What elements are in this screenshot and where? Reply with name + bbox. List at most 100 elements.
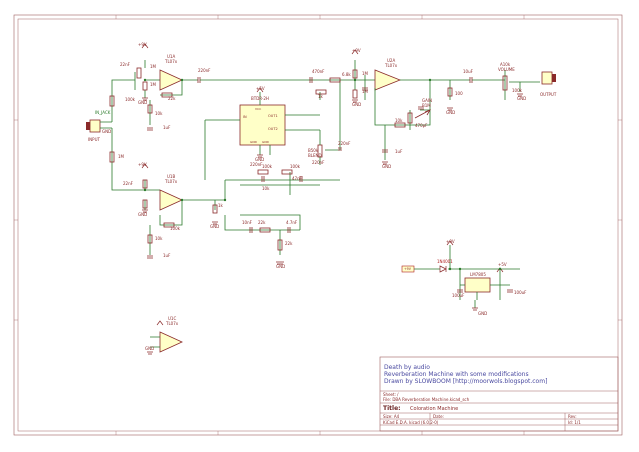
u2a-bias-top-label: 1M — [362, 71, 369, 76]
u1b-gnd-label: GND — [138, 212, 147, 217]
u1b-input-cap-label: 22nF — [123, 181, 134, 186]
u1b-ref: U1B — [167, 174, 175, 179]
output-gnd-label: GND — [446, 110, 455, 115]
lm7805-label: LM7805 — [470, 272, 486, 277]
junction-dots — [143, 78, 502, 271]
u1b-value: TL07x — [164, 179, 178, 184]
ground-symbols — [141, 43, 523, 355]
u2a-ref: U2A — [387, 58, 395, 63]
u1a-bias-bottom-label: 1M — [150, 82, 157, 87]
u1b-gain-resistor-label: 10k — [155, 236, 163, 241]
mixer-series-resistor-label: 6.8k — [342, 72, 351, 77]
u1a-output-cap-label: 220nF — [198, 68, 211, 73]
blend-pot-value: B50k — [308, 148, 319, 153]
u2a-gain-cap-label: 1uF — [395, 149, 403, 154]
btdr-out2-pin: OUT2 — [268, 127, 278, 131]
btdr-input-cap-label: 220nF — [250, 162, 263, 167]
u2a-feedback-resistor-label: 10k — [395, 118, 403, 123]
input-gnd-label: GND — [102, 129, 111, 134]
u1b-output-resistor-label: 1k — [218, 203, 224, 208]
psu-input-cap-label: 100uF — [452, 293, 465, 298]
u1c-opamp-symbol — [159, 331, 183, 353]
kicad-version: KiCad E.D.A. kicad (6.0.2-0) — [383, 420, 439, 425]
input-label: INPUT — [88, 137, 101, 142]
gain-pot-name: GAIN — [422, 98, 432, 103]
note-line-3: Drawn by SLOWBOOM [http://moorwols.blogs… — [384, 378, 547, 385]
u1b-out-gnd-label: GND — [210, 224, 219, 229]
u1c-ref: U1C — [168, 316, 176, 321]
title-label: Title: — [383, 405, 401, 412]
blend-pot-name: BLEND — [308, 153, 322, 158]
rev-label: Rev: — [568, 414, 577, 419]
date-label: Date: — [433, 414, 444, 419]
btdr-in-pin: IN — [243, 115, 247, 119]
volume-pot-symbol — [502, 75, 508, 91]
u1a-ref: U1A — [167, 54, 175, 59]
mixer-supply-label: +9V — [352, 48, 361, 53]
btdr-gnd-label: GND — [255, 157, 264, 162]
u1a-gnd-label: GND — [138, 100, 147, 105]
filter-gnd-label: GND — [276, 264, 285, 269]
filter-shunt-resistor-label: 22k — [285, 241, 293, 246]
sheet-label: Sheet: / — [383, 392, 399, 397]
u2a-feedback-cap-label: 470pF — [415, 123, 428, 128]
u1a-input-cap-label: 22nF — [120, 62, 131, 67]
diode-symbol — [439, 265, 447, 273]
mixer-feedback-resistor-label: 1k — [318, 94, 324, 99]
power-supply — [401, 245, 520, 308]
output-load-gnd-label: GND — [517, 96, 526, 101]
file-label: File: DBA Reverberation Machine.kicad_sc… — [383, 397, 470, 402]
title-value: Coloration Machine — [410, 406, 458, 412]
btdr-input-resistor-label: 100k — [262, 164, 273, 169]
u2a-bias-bottom-label: 1M — [362, 89, 369, 94]
gain-pot-value: B1M — [422, 103, 431, 108]
input-split-resistor-label: 1M — [118, 154, 125, 159]
psu-output-cap-label: 100uF — [514, 290, 527, 295]
note-line-1: Death by audio — [384, 364, 430, 371]
output-coupling-cap-label: 10uF — [463, 69, 474, 74]
u1a-opamp-symbol — [159, 69, 183, 91]
u2a-gnd-label: GND — [382, 164, 391, 169]
in-jack-label: IN_JACK — [95, 110, 111, 115]
filter-cap-b-label: 4.7nF — [286, 220, 298, 225]
psu-supply-label: +9V — [446, 239, 455, 244]
btdr-module — [204, 92, 340, 200]
title-block: Death by audio Reverberation Machine wit… — [379, 356, 619, 432]
blend-coupling-cap-label: 220nF — [338, 141, 351, 146]
btdr-gnd2-pin: GND — [262, 140, 270, 144]
btdr-body — [239, 104, 286, 146]
btdr-out1-pin: OUT1 — [268, 114, 278, 118]
filter-network — [224, 214, 301, 255]
btdr-vcc-pin: VCC — [255, 107, 261, 111]
u1c-value: TL07x — [165, 321, 179, 326]
btdr-divider-resistor-label: 10k — [262, 186, 270, 191]
u1a-feedback-resistor-label: 22k — [168, 96, 176, 101]
u1a-supply-label: +9V — [138, 42, 147, 47]
output-jack — [541, 71, 556, 85]
dc-input-text: +9V — [404, 267, 412, 271]
output-series-resistor-label: 100 — [455, 91, 463, 96]
volume-pot-value: A10k — [500, 62, 511, 67]
component-labels: U1A TL07x U1B TL07x U1C TL07x U2A TL07x … — [88, 42, 557, 351]
blend-section — [309, 60, 375, 165]
u1a-gain-cap-label: 1uF — [163, 125, 171, 130]
u1a-value: TL07x — [164, 59, 178, 64]
u1b-opamp-symbol — [159, 189, 183, 211]
u2a-value: TL07x — [384, 63, 398, 68]
btdr-supply-label: +5V — [256, 86, 265, 91]
volume-pot-name: VOLUME — [498, 67, 515, 72]
btdr-output-resistor-label: 100k — [290, 164, 301, 169]
btdr-label: BTDR-2H — [251, 96, 269, 101]
psu-gnd-label: GND — [478, 311, 487, 316]
size-label: Size: A4 — [383, 414, 400, 419]
input-jack — [86, 79, 120, 191]
u1b-stage — [120, 179, 225, 259]
btdr-filter-cap-label: 47nF — [292, 176, 303, 181]
output-label: OUTPUT — [540, 92, 557, 97]
lm7805-body — [464, 277, 491, 293]
u1a-stage — [120, 60, 310, 131]
mixer-gnd-label: GND — [352, 102, 361, 107]
u2a-stage — [374, 69, 540, 160]
border-ticks — [14, 15, 622, 435]
filter-resistor-label: 22k — [258, 220, 266, 225]
